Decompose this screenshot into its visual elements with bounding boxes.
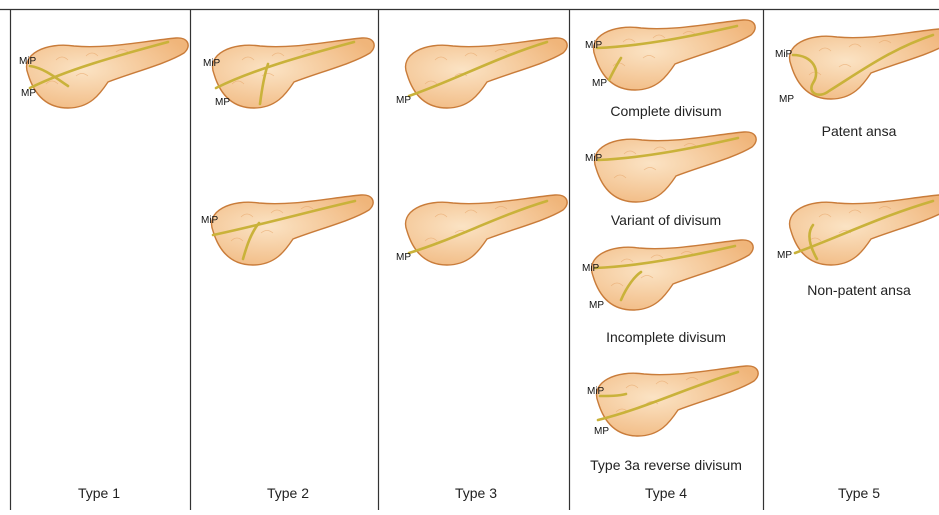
mip-label: MiP — [587, 386, 604, 397]
pancreas-body — [595, 132, 757, 202]
mip-label: MiP — [582, 263, 599, 274]
mip-label: MiP — [775, 49, 792, 60]
pancreas-illustration — [790, 29, 939, 99]
mip-label: MiP — [201, 215, 218, 226]
pancreas-illustration — [597, 366, 759, 436]
pancreas-body — [213, 38, 375, 108]
pancreas-illustration — [213, 38, 375, 108]
pancreas-illustration — [27, 38, 189, 108]
pancreas-illustration — [406, 38, 568, 108]
pancreas-illustration — [594, 20, 756, 90]
pancreas-body — [594, 20, 756, 90]
mp-label: MP — [396, 95, 411, 106]
mip-label: MiP — [585, 40, 602, 51]
type-2-label: Type 2 — [267, 485, 309, 501]
type-5-label: Type 5 — [838, 485, 880, 501]
caption-incomplete-divisum: Incomplete divisum — [606, 329, 726, 345]
pancreas-body — [592, 240, 754, 310]
pancreas-illustration — [212, 195, 374, 265]
mp-label: MP — [777, 250, 792, 261]
pancreas-body — [406, 38, 568, 108]
caption-patent-ansa: Patent ansa — [822, 123, 897, 139]
mp-label: MP — [589, 300, 604, 311]
pancreas-illustration — [790, 195, 939, 265]
mp-label: MP — [396, 252, 411, 263]
caption-variant-of-divisum: Variant of divisum — [611, 212, 721, 228]
type-3-label: Type 3 — [455, 485, 497, 501]
pancreas-body — [597, 366, 759, 436]
pancreas-illustration — [592, 240, 754, 310]
pancreas-illustration — [595, 132, 757, 202]
pancreas-illustration — [406, 195, 568, 265]
mp-label: MP — [21, 88, 36, 99]
mp-label: MP — [594, 426, 609, 437]
mip-label: MiP — [19, 56, 36, 67]
mp-label: MP — [592, 78, 607, 89]
caption-complete-divisum: Complete divisum — [610, 103, 721, 119]
caption-non-patent-ansa: Non-patent ansa — [807, 282, 911, 298]
type-4-label: Type 4 — [645, 485, 687, 501]
mp-label: MP — [215, 97, 230, 108]
type-1-label: Type 1 — [78, 485, 120, 501]
mip-label: MiP — [585, 153, 602, 164]
pancreas-body — [406, 195, 568, 265]
mp-label: MP — [779, 94, 794, 105]
caption-reverse-divisum: Type 3a reverse divisum — [590, 457, 742, 473]
pancreas-illustrations — [27, 20, 939, 436]
mip-label: MiP — [203, 58, 220, 69]
